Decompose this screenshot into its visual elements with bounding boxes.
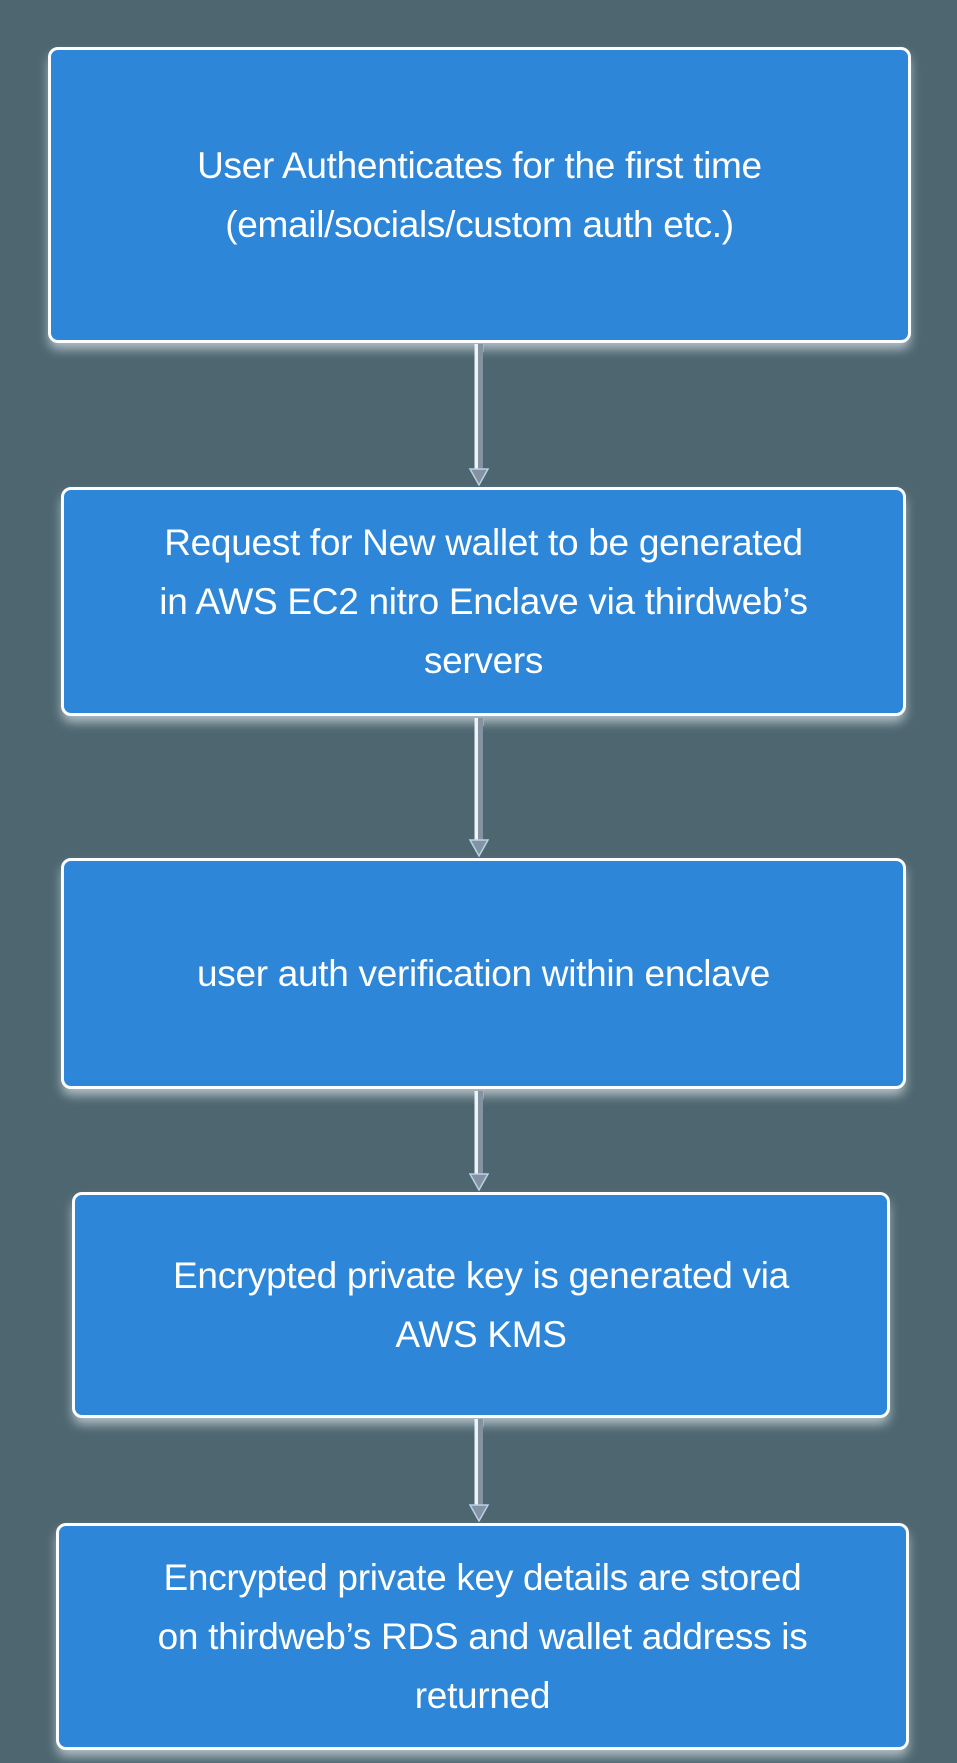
flow-node-label: User Authenticates for the first time (e… <box>197 144 762 245</box>
flow-arrow-down-2 <box>468 718 490 857</box>
flow-arrow-down-1 <box>468 344 490 486</box>
flow-node-label: Encrypted private key details are stored… <box>157 1556 808 1717</box>
flow-arrow-down-3 <box>468 1091 490 1191</box>
flow-node-request-new-wallet: Request for New wallet to be generated i… <box>61 487 906 716</box>
flow-node-user-authenticates: User Authenticates for the first time (e… <box>48 47 911 343</box>
flow-node-label: Encrypted private key is generated via A… <box>173 1254 789 1355</box>
flow-node-label: user auth verification within enclave <box>197 952 770 994</box>
flow-node-key-generated: Encrypted private key is generated via A… <box>72 1192 890 1418</box>
flow-node-label: Request for New wallet to be generated i… <box>159 521 808 682</box>
flow-node-auth-verification: user auth verification within enclave <box>61 858 906 1089</box>
flow-node-key-stored: Encrypted private key details are stored… <box>56 1523 909 1750</box>
flow-arrow-down-4 <box>468 1419 490 1522</box>
